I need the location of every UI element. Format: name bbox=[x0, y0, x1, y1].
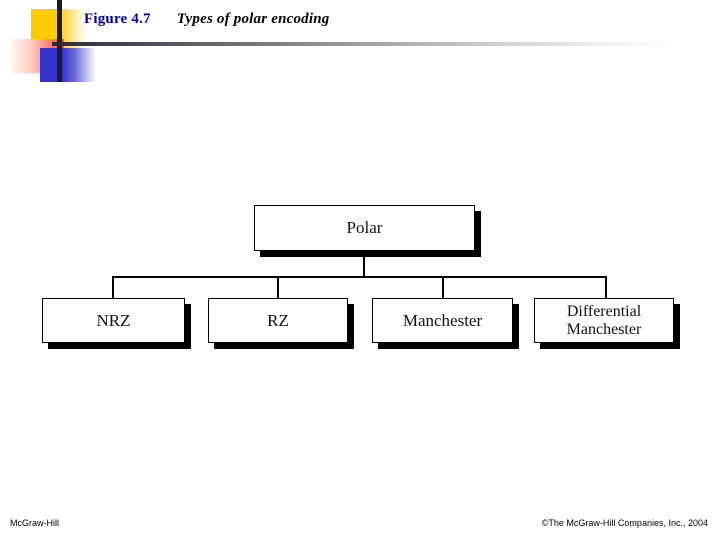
connector-drop-nrz bbox=[112, 276, 114, 299]
decorative-vertical-bar bbox=[57, 0, 62, 82]
figure-caption-label: Types of polar encoding bbox=[176, 11, 330, 27]
tree-node-rz[interactable]: RZ bbox=[208, 298, 348, 343]
tree-node-nrz-label: NRZ bbox=[96, 310, 131, 330]
tree-node-polar-label: Polar bbox=[346, 218, 383, 238]
decorative-blue-block bbox=[40, 48, 96, 82]
tree-node-differential-manchester[interactable]: Differential Manchester bbox=[534, 298, 674, 343]
connector-drop-differential-manchester bbox=[605, 276, 607, 299]
decorative-horizontal-rule bbox=[52, 42, 682, 46]
header-decoration bbox=[0, 0, 700, 95]
connector-drop-manchester bbox=[442, 276, 444, 299]
footer-publisher: McGraw-Hill bbox=[10, 518, 59, 528]
figure-number-label: Figure 4.7 bbox=[84, 11, 151, 27]
footer-copyright: ©The McGraw-Hill Companies, Inc., 2004 bbox=[541, 518, 708, 528]
tree-node-nrz[interactable]: NRZ bbox=[42, 298, 185, 343]
connector-root-stem bbox=[363, 251, 365, 278]
page-title: Figure 4.7 Types of polar encoding bbox=[84, 10, 330, 28]
tree-node-differential-manchester-label: Differential Manchester bbox=[566, 302, 642, 338]
tree-node-manchester-label: Manchester bbox=[402, 310, 483, 330]
tree-node-manchester[interactable]: Manchester bbox=[372, 298, 513, 343]
tree-node-polar[interactable]: Polar bbox=[254, 205, 475, 251]
connector-drop-rz bbox=[277, 276, 279, 299]
connector-horizontal-bus bbox=[112, 276, 607, 278]
tree-node-rz-label: RZ bbox=[267, 310, 289, 330]
